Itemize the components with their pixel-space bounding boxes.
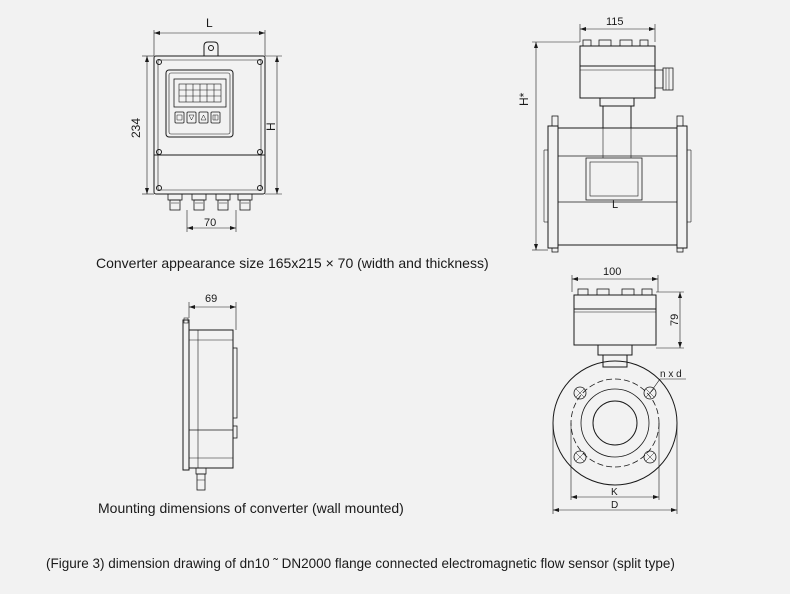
sensor-front-view: 100 79	[552, 266, 686, 514]
converter-side-view: 69	[182, 293, 238, 491]
dim-converter-width: L	[206, 16, 213, 30]
dim-head-width-115: 115	[606, 16, 624, 28]
dim-sensor-height-h: H*	[517, 92, 531, 106]
dim-converter-height-234: 234	[129, 118, 143, 138]
dim-head-width-100: 100	[603, 266, 621, 278]
caption-converter-size: Converter appearance size 165x215 × 70 (…	[96, 255, 489, 271]
dim-sensor-length-l: L	[612, 199, 618, 211]
label-bolt-holes: n x d	[660, 369, 682, 380]
converter-front-view: L	[129, 16, 282, 232]
dim-head-height-79: 79	[669, 314, 681, 326]
sensor-side-view: 115 L	[517, 16, 692, 253]
dim-flange-diameter-d: D	[611, 500, 618, 511]
dim-converter-height-h: H	[264, 122, 278, 131]
caption-figure-title: (Figure 3) dimension drawing of dn10 ˜ D…	[46, 556, 675, 571]
caption-mounting-dimensions: Mounting dimensions of converter (wall m…	[98, 500, 404, 516]
dim-gland-spacing-70: 70	[204, 217, 216, 229]
dim-converter-depth-69: 69	[205, 293, 217, 305]
dim-bolt-circle-k: K	[611, 487, 618, 498]
